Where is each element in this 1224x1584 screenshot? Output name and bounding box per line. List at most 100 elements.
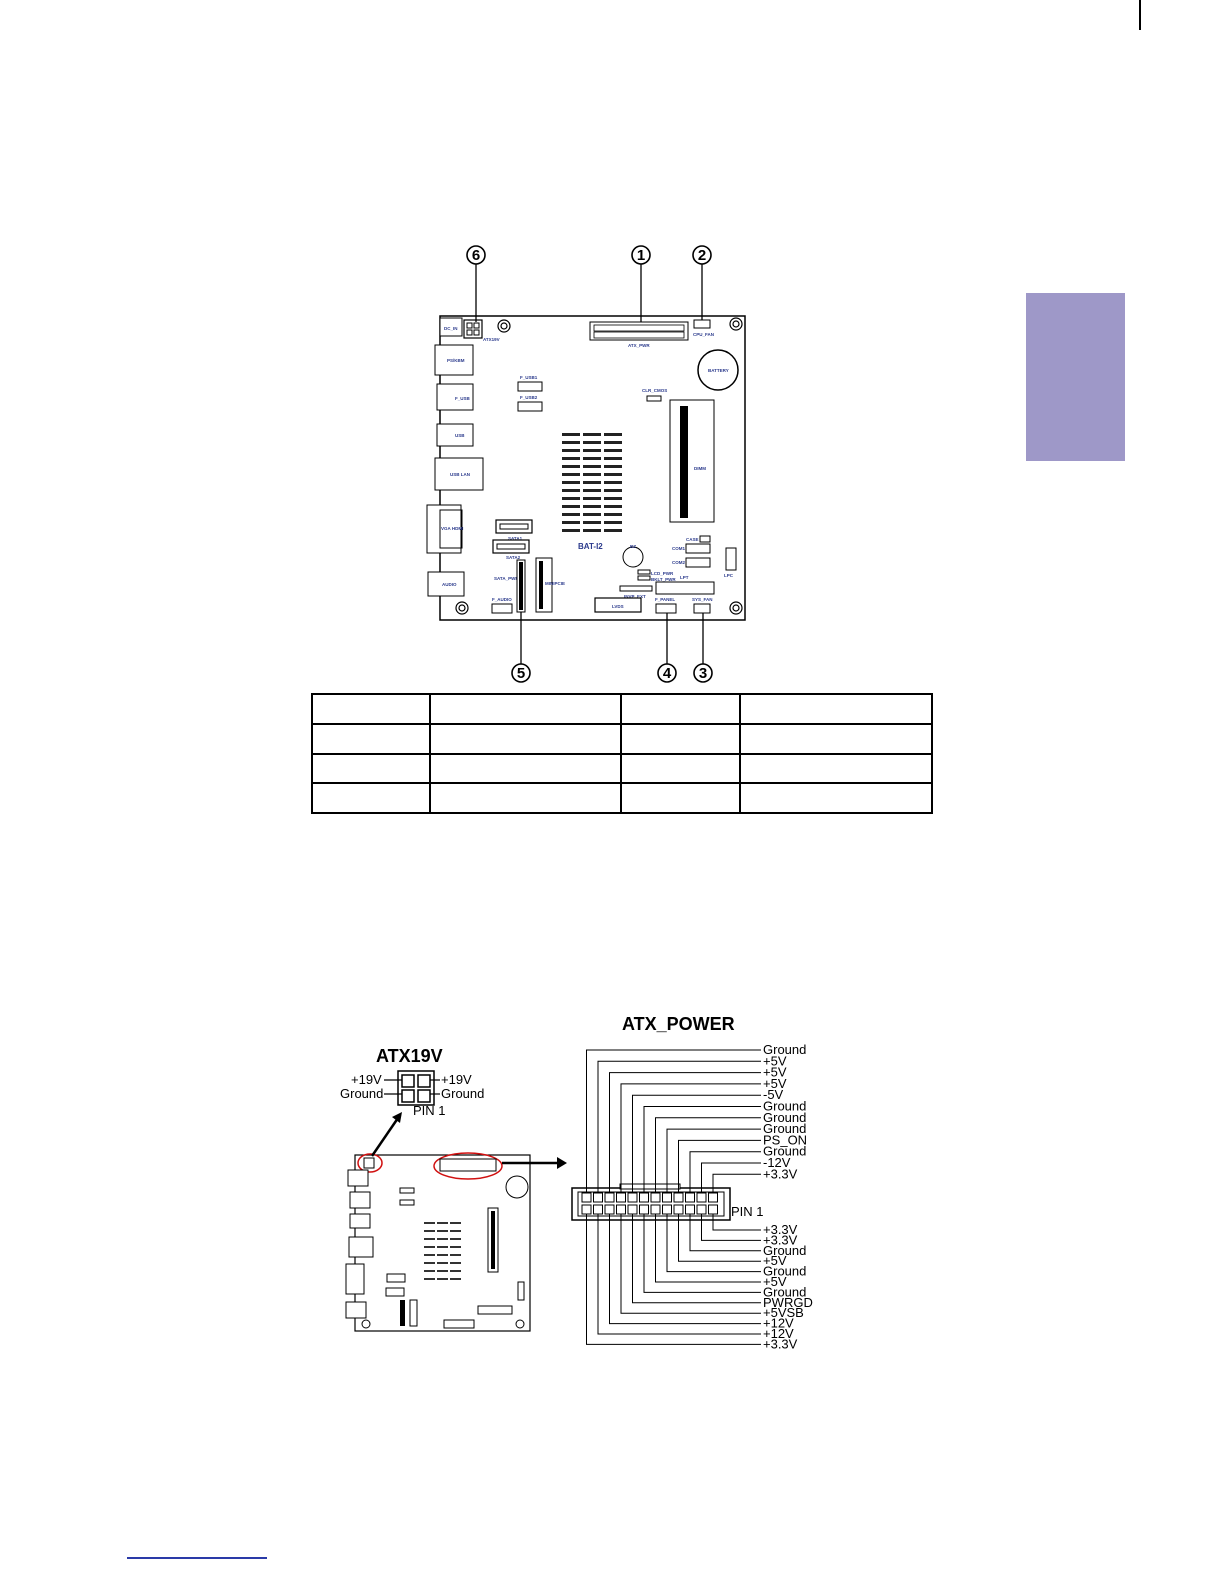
atx-power-leader-top bbox=[609, 1072, 761, 1193]
atx-power-label-top: Ground bbox=[763, 1099, 806, 1114]
table-cell bbox=[739, 782, 933, 814]
cpu-fan-label: CPU_FAN bbox=[693, 332, 714, 337]
atx-power-label-bottom: Ground bbox=[763, 1284, 806, 1299]
atx-power-leader-bottom bbox=[643, 1214, 761, 1293]
callout-5-circle bbox=[511, 663, 531, 683]
atx-power-label-bottom: PWRGD bbox=[763, 1295, 813, 1310]
table-cell bbox=[739, 693, 933, 725]
atx-power-label-top: Ground bbox=[763, 1144, 806, 1159]
atx-power-leader-top bbox=[597, 1060, 761, 1193]
atx-power-leader-bottom bbox=[678, 1214, 761, 1262]
clr-cmos-label: CLR_CMOS bbox=[642, 388, 667, 393]
f-usb2-label: F_USB2 bbox=[520, 395, 538, 400]
atx-power-label-top: -12V bbox=[763, 1155, 791, 1170]
callout-2: 2 bbox=[698, 247, 706, 264]
table-cell bbox=[311, 752, 431, 785]
atx-power-label-bottom: +12V bbox=[763, 1316, 794, 1331]
buzzer-label: BZ bbox=[630, 544, 636, 549]
audio-label: AUDIO bbox=[442, 582, 457, 587]
dimm-label: DIMM bbox=[694, 466, 706, 471]
minipcie-label: MINIPCIE bbox=[545, 581, 565, 586]
atx19v-pin1: PIN 1 bbox=[413, 1103, 446, 1118]
atx-power-leader-bottom bbox=[632, 1214, 761, 1304]
invp-ext-label: INVP_EXT bbox=[624, 594, 646, 599]
com2-label: COM2 bbox=[672, 560, 685, 565]
callout-4: 4 bbox=[663, 665, 672, 682]
lan-label: USB LAN bbox=[450, 472, 470, 477]
usb-label: USB bbox=[455, 433, 465, 438]
table-cell bbox=[429, 722, 622, 755]
table-row bbox=[311, 693, 933, 725]
atx-power-label-bottom: +3.3V bbox=[763, 1336, 798, 1351]
atx-power-leader-top bbox=[701, 1162, 761, 1193]
table-cell bbox=[429, 693, 622, 725]
atx-power-label-top: +5V bbox=[763, 1076, 787, 1091]
page-edge-rule bbox=[1139, 0, 1141, 30]
callout-5: 5 bbox=[517, 665, 525, 682]
atx-power-label-bottom: Ground bbox=[763, 1264, 806, 1279]
atx19v-board-label: ATX19V bbox=[483, 337, 500, 342]
atx19v-right-top: +19V bbox=[441, 1072, 472, 1087]
atx-power-leader-top bbox=[678, 1139, 761, 1193]
atx-power-label-top: +5V bbox=[763, 1065, 787, 1080]
atx19v-right-bottom: Ground bbox=[441, 1086, 484, 1101]
bklt-pwr-label: BKLT_PWR bbox=[651, 577, 676, 582]
atx-power-title: ATX_POWER bbox=[622, 1014, 735, 1034]
table-cell bbox=[429, 782, 622, 814]
table-cell bbox=[311, 693, 431, 725]
atx-power-label-top: Ground bbox=[763, 1042, 806, 1057]
sata-pwr-label: SATA_PWR bbox=[494, 576, 519, 581]
atx-power-label-top: +5V bbox=[763, 1053, 787, 1068]
lpc-label: LPC bbox=[724, 573, 734, 578]
board-layout-diagram: DC_IN ATX19V PS/KBM F_USB USB USB LAN VG… bbox=[426, 245, 746, 683]
atx-power-label-bottom: +5VSB bbox=[763, 1305, 804, 1320]
atx-power-label-bottom: +3.3V bbox=[763, 1222, 798, 1237]
callout-4-circle bbox=[657, 663, 677, 683]
callout-6: 6 bbox=[472, 247, 480, 264]
atx19v-connector bbox=[397, 1070, 435, 1106]
atx-power-leader-top bbox=[620, 1083, 761, 1193]
chapter-side-tab bbox=[1026, 293, 1125, 461]
board-name-label: BAT-I2 bbox=[578, 542, 603, 551]
atx-power-label-bottom: Ground bbox=[763, 1243, 806, 1258]
atx-power-label-bottom: +12V bbox=[763, 1326, 794, 1341]
sata2-label: SATA2 bbox=[506, 555, 521, 560]
atx-power-leader-top bbox=[712, 1173, 761, 1193]
atx-power-leader-bottom bbox=[689, 1214, 761, 1252]
callout-2-circle bbox=[692, 245, 712, 265]
callout-6-circle bbox=[466, 245, 486, 265]
atx-power-leader-top bbox=[586, 1049, 761, 1193]
atx-power-leader-bottom bbox=[701, 1214, 761, 1241]
table-cell bbox=[620, 693, 741, 725]
atx-power-label-top: -5V bbox=[763, 1087, 784, 1102]
atx-power-highlight bbox=[433, 1152, 503, 1180]
callout-1-circle bbox=[631, 245, 651, 265]
atx-power-label-bottom: +5V bbox=[763, 1274, 787, 1289]
table-cell bbox=[620, 722, 741, 755]
atx-power-leader-top bbox=[643, 1106, 761, 1193]
atx-power-leader-top bbox=[632, 1094, 761, 1193]
footer-link-underline bbox=[127, 1557, 267, 1559]
atx-power-leader-bottom bbox=[609, 1214, 761, 1325]
sata1-label: SATA1 bbox=[508, 536, 523, 541]
sys-fan-label: SYS_FAN bbox=[692, 597, 713, 602]
atx-power-label-bottom: +3.3V bbox=[763, 1232, 798, 1247]
atx19v-left-top: +19V bbox=[351, 1072, 382, 1087]
table-row bbox=[311, 722, 933, 755]
table-cell bbox=[311, 782, 431, 814]
ps2kbm-label: PS/KBM bbox=[447, 358, 465, 363]
atx-power-leader-bottom bbox=[712, 1214, 761, 1231]
atx-power-pin1: PIN 1 bbox=[731, 1204, 764, 1219]
atx-power-leader-top bbox=[689, 1151, 761, 1193]
atx-power-label-top: Ground bbox=[763, 1110, 806, 1125]
atx-power-leader-bottom bbox=[620, 1214, 761, 1314]
table-row bbox=[311, 752, 933, 785]
dc-in-label: DC_IN bbox=[444, 326, 458, 331]
atx-power-label-top: PS_ON bbox=[763, 1132, 807, 1147]
atx-power-leader-top bbox=[655, 1117, 761, 1193]
atx19v-title: ATX19V bbox=[376, 1046, 443, 1066]
board-thumbnail bbox=[354, 1154, 531, 1332]
table-row bbox=[311, 782, 933, 814]
power-pinout-diagram: ATX19V +19V Ground +19V Ground PIN 1 bbox=[340, 1014, 813, 1351]
table-cell bbox=[429, 752, 622, 785]
